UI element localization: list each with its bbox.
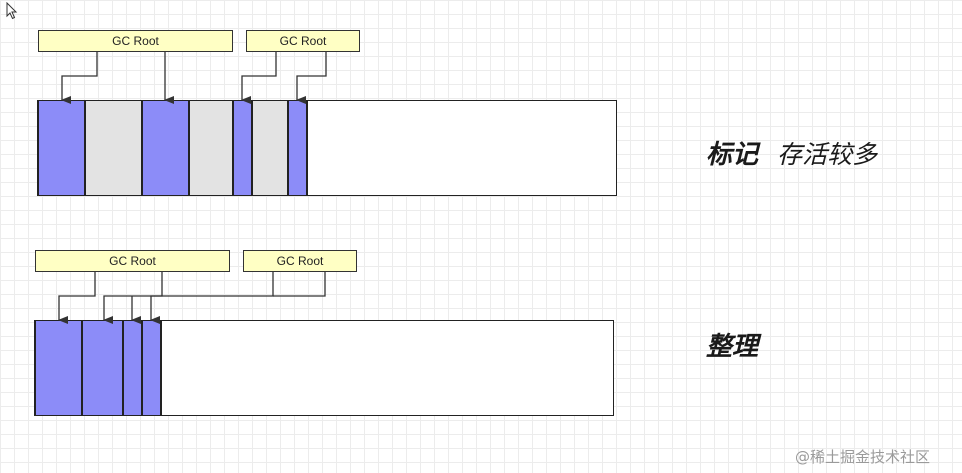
phase-title-mark: 标记: [706, 140, 759, 170]
dead-object-cell: [85, 101, 142, 195]
phase-label-mark: 标记 存活较多: [706, 134, 877, 171]
reference-arrow: [150, 272, 274, 324]
free-space-cell: [307, 101, 616, 195]
live-object-cell: [142, 101, 189, 195]
reference-arrow: [273, 272, 326, 297]
phase-subtitle-mark: 存活较多: [777, 140, 878, 169]
phase-title-compact: 整理: [706, 332, 759, 362]
gc-root-box-compact-2: GC Root: [243, 250, 357, 272]
watermark: @稀土掘金技术社区: [795, 448, 931, 466]
live-object-cell: [35, 321, 82, 415]
live-object-cell: [142, 321, 161, 415]
dead-object-cell: [252, 101, 288, 195]
reference-arrow: [58, 272, 96, 324]
live-object-cell: [38, 101, 85, 195]
reference-arrow: [241, 52, 277, 104]
gc-root-box-mark-1: GC Root: [38, 30, 233, 52]
reference-arrow: [103, 272, 163, 324]
live-object-cell: [82, 321, 123, 415]
phase-label-compact: 整理: [706, 326, 758, 363]
gc-root-box-compact-1: GC Root: [35, 250, 230, 272]
free-space-cell: [161, 321, 613, 415]
live-object-cell: [233, 101, 252, 195]
mouse-cursor-icon: [6, 2, 18, 20]
reference-arrow: [296, 52, 327, 104]
gc-root-box-mark-2: GC Root: [246, 30, 360, 52]
live-object-cell: [288, 101, 307, 195]
reference-arrow: [61, 52, 98, 104]
dead-object-cell: [189, 101, 233, 195]
live-object-cell: [123, 321, 142, 415]
